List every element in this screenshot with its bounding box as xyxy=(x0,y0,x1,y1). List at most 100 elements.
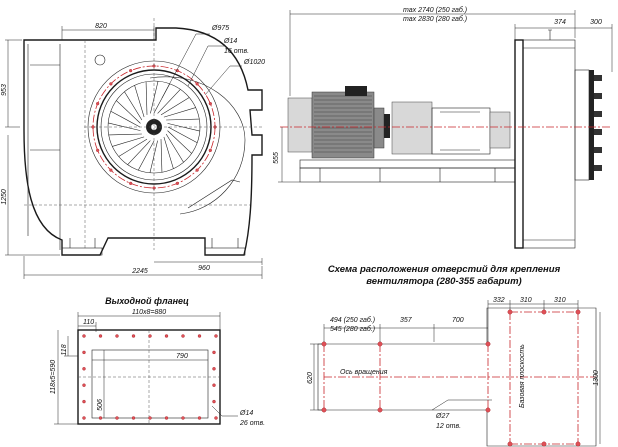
mounting-hole xyxy=(507,441,513,447)
impeller-blade xyxy=(160,139,163,173)
outlet-flange-hole xyxy=(181,334,185,338)
flange-holes xyxy=(82,334,218,420)
dim-820: 820 xyxy=(95,23,107,30)
side-view: max 2740 (250 габ.) max 2830 (280 габ.) … xyxy=(273,6,613,249)
mounting-hole xyxy=(575,441,581,447)
dim-494: 494 (250 габ.) xyxy=(330,316,375,324)
inlet-bolts xyxy=(594,75,602,171)
impeller-blade xyxy=(116,100,141,124)
impeller-blade xyxy=(112,136,145,147)
flange-hole xyxy=(109,168,113,172)
scheme-hole-dia: Ø27 xyxy=(435,413,450,420)
impeller-blade xyxy=(137,140,155,171)
dim-620: 620 xyxy=(307,372,314,384)
mounting-hole xyxy=(541,309,547,315)
outlet-flange-hole xyxy=(131,416,136,420)
impeller-blade xyxy=(166,118,200,121)
inlet-bolt xyxy=(594,111,602,117)
dim-dia1020: Ø1020 xyxy=(243,59,265,66)
mounting-hole xyxy=(377,407,383,413)
outlet-hole-count: 26 отв. xyxy=(239,420,265,427)
flange-hole xyxy=(129,69,133,73)
dim-300: 300 xyxy=(590,19,602,26)
mounting-hole xyxy=(321,407,327,413)
outlet-hole-dia: Ø14 xyxy=(239,410,253,417)
outlet-flange-hole xyxy=(82,383,86,387)
impeller-blade xyxy=(127,140,151,165)
outlet-flange-hole xyxy=(98,334,103,338)
dim-506: 506 xyxy=(97,399,104,411)
front-view: 820 953 1250 960 2245 Ø975 Ø14 16 отв. Ø… xyxy=(1,18,265,279)
dim-110x8: 110x8=880 xyxy=(132,309,166,316)
impeller-blade xyxy=(149,140,158,173)
impeller-blade xyxy=(163,107,196,118)
flange-hole xyxy=(195,82,199,86)
outlet-flange-hole xyxy=(212,399,216,404)
outlet-flange-hole xyxy=(212,383,216,387)
dim-hole-dia: Ø14 xyxy=(223,38,237,45)
dim-545: 545 (280 габ.) xyxy=(330,325,375,333)
outlet-flange-hole xyxy=(197,334,202,338)
flange-hole xyxy=(96,102,100,106)
dim-hole-count: 16 отв. xyxy=(224,48,249,55)
dim-118: 118 xyxy=(61,344,68,355)
outlet-flange-hole xyxy=(115,334,119,338)
dim-118x5: 118x5=590 xyxy=(50,360,57,394)
dim-1250: 1250 xyxy=(1,189,8,205)
outlet-flange-hole xyxy=(164,334,169,338)
flange-hole xyxy=(195,168,199,172)
dim-700: 700 xyxy=(452,317,464,324)
dim-332: 332 xyxy=(493,297,505,304)
dim-310a: 310 xyxy=(520,297,532,304)
mounting-hole xyxy=(377,341,383,347)
mounting-hole xyxy=(485,341,491,347)
flange-holes xyxy=(91,64,217,190)
inlet-bolt xyxy=(594,147,602,153)
outlet-flange-hole xyxy=(214,334,218,338)
axis-label: Ось вращения xyxy=(340,369,388,376)
mounting-hole xyxy=(321,341,327,347)
outlet-flange-hole xyxy=(98,416,103,420)
flange-hole xyxy=(91,125,95,129)
dim-110: 110 xyxy=(83,319,94,326)
mounting-hole xyxy=(485,407,491,413)
flange-hole xyxy=(129,181,133,185)
mounting-hole xyxy=(575,309,581,315)
motor-fins xyxy=(314,95,372,153)
flange-hole xyxy=(208,148,212,152)
outlet-flange-hole xyxy=(148,334,152,338)
impeller-blade xyxy=(150,81,159,114)
dim-960: 960 xyxy=(198,265,210,272)
impeller-blade xyxy=(165,133,184,163)
dim-max-250: max 2740 (250 габ.) xyxy=(403,6,467,14)
outlet-flange-hole xyxy=(82,350,86,355)
mounting-holes xyxy=(321,309,581,447)
outlet-flange-hole xyxy=(214,416,218,420)
scheme-title-line2: вентилятора (280-355 габарит) xyxy=(366,276,521,287)
mounting-hole xyxy=(507,309,513,315)
outlet-flange-hole xyxy=(181,416,185,420)
dim-953: 953 xyxy=(1,84,8,96)
impeller-blade xyxy=(167,123,200,132)
dim-310b: 310 xyxy=(554,297,566,304)
inlet-bolt xyxy=(594,165,602,171)
scheme-title-line1: Схема расположения отверстий для креплен… xyxy=(328,264,561,275)
outlet-flange-hole xyxy=(115,416,119,420)
outlet-flange-hole xyxy=(82,399,86,404)
impeller-blade xyxy=(167,126,198,144)
outlet-flange-hole xyxy=(212,367,216,371)
dim-max-280: max 2830 (280 габ.) xyxy=(403,15,467,23)
dim-374: 374 xyxy=(554,19,566,26)
impeller-blades xyxy=(108,81,200,173)
outlet-flange-title: Выходной фланец xyxy=(105,296,189,306)
outlet-flange-hole xyxy=(197,416,202,420)
dim-555: 555 xyxy=(273,152,280,164)
outlet-flange-hole xyxy=(148,416,152,420)
inlet-bolt xyxy=(594,129,602,135)
dim-357: 357 xyxy=(400,317,413,324)
dim-790: 790 xyxy=(176,353,188,360)
outlet-flange-hole xyxy=(82,367,86,371)
flange-hole xyxy=(208,102,212,106)
impeller-blade xyxy=(124,91,143,121)
